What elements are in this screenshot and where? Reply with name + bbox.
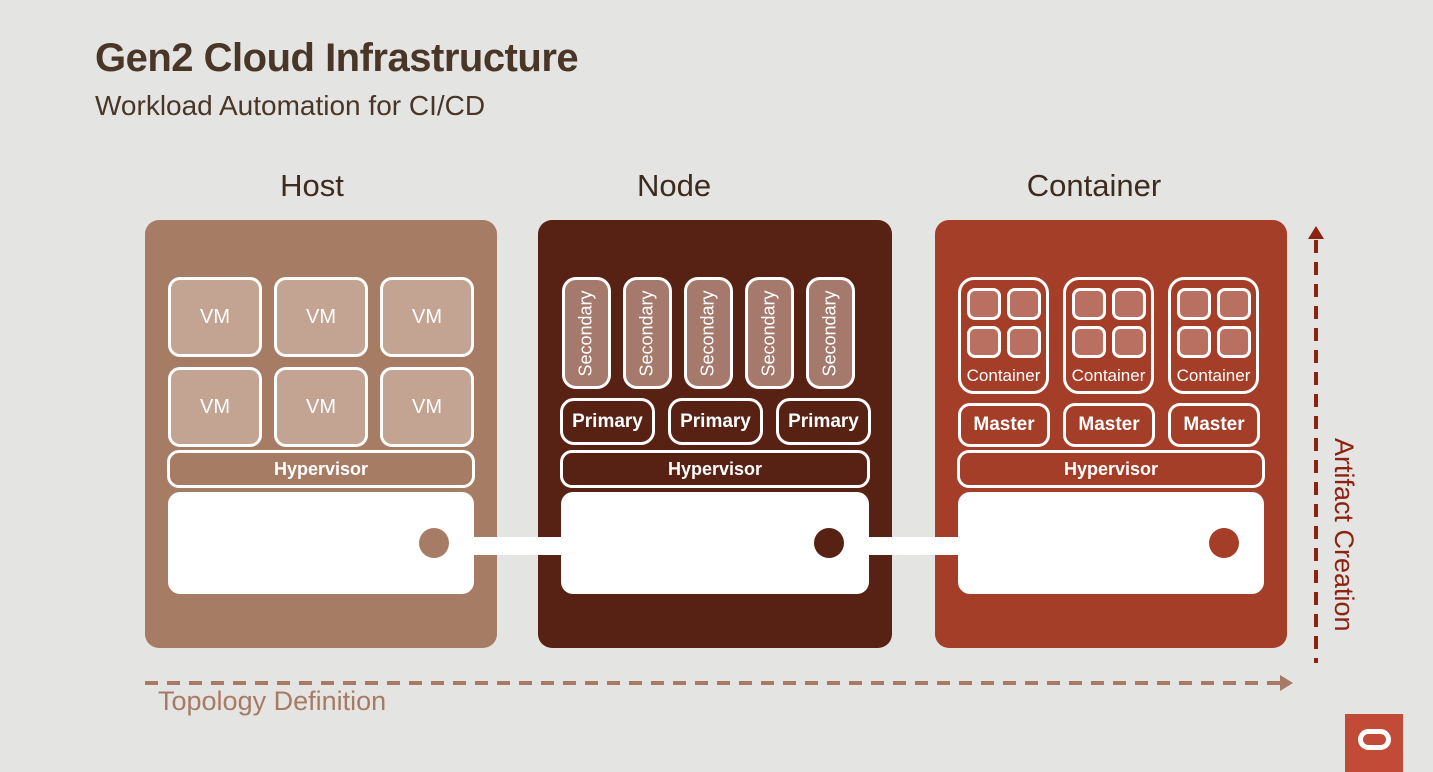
secondary-box: Secondary [684, 277, 733, 389]
artifact-arrowhead-icon [1308, 226, 1324, 239]
secondary-box: Secondary [806, 277, 855, 389]
oracle-logo-icon [1345, 714, 1403, 772]
vm-grid: VM VM VM VM VM VM [168, 277, 474, 447]
primary-row: Primary Primary Primary [560, 398, 871, 445]
container-tile [1111, 326, 1146, 358]
secondary-box: Secondary [745, 277, 794, 389]
secondary-label: Secondary [637, 289, 657, 377]
column-header-node: Node [636, 168, 712, 203]
container-tile [966, 326, 1001, 358]
container-tile [1111, 288, 1146, 320]
column-header-container: Container [1026, 168, 1162, 203]
topology-arrowhead-icon [1280, 675, 1293, 691]
container-connector-dot [1209, 528, 1239, 558]
secondary-label: Secondary [820, 289, 840, 377]
artifact-dashed-line [1314, 240, 1318, 663]
container-tile [1216, 288, 1251, 320]
container-card: Container [1063, 277, 1154, 394]
container-tile [1176, 326, 1211, 358]
page-title: Gen2 Cloud Infrastructure [95, 36, 579, 80]
container-panel: Container Container Container [935, 220, 1287, 648]
container-tile-grid [966, 288, 1041, 358]
vm-box: VM [380, 367, 474, 447]
primary-box: Primary [668, 398, 763, 445]
container-card-label: Container [966, 366, 1041, 385]
container-card: Container [1168, 277, 1259, 394]
container-card-label: Container [1071, 366, 1146, 385]
node-hypervisor-bar: Hypervisor [560, 450, 870, 488]
master-box: Master [1063, 403, 1155, 447]
container-tile-grid [1176, 288, 1251, 358]
vm-box: VM [168, 367, 262, 447]
secondary-box: Secondary [623, 277, 672, 389]
container-card-label: Container [1176, 366, 1251, 385]
host-connector-dot [419, 528, 449, 558]
column-header-host: Host [280, 168, 344, 203]
artifact-label: Artifact Creation [1329, 438, 1359, 632]
master-box: Master [958, 403, 1050, 447]
secondary-label: Secondary [698, 289, 718, 377]
host-node-connector [470, 537, 564, 555]
secondary-box: Secondary [562, 277, 611, 389]
host-panel: VM VM VM VM VM VM Hypervisor [145, 220, 497, 648]
secondary-label: Secondary [576, 289, 596, 377]
container-hypervisor-bar: Hypervisor [957, 450, 1265, 488]
container-card: Container [958, 277, 1049, 394]
container-tile [1071, 288, 1106, 320]
container-tile [1006, 288, 1041, 320]
page-subtitle: Workload Automation for CI/CD [95, 90, 486, 121]
container-tile [1216, 326, 1251, 358]
vm-box: VM [274, 367, 368, 447]
vm-box: VM [380, 277, 474, 357]
node-connector-dot [814, 528, 844, 558]
container-io-box [958, 492, 1264, 594]
vm-box: VM [168, 277, 262, 357]
node-panel: Secondary Secondary Secondary Secondary … [538, 220, 892, 648]
container-tile [1176, 288, 1211, 320]
node-io-box [561, 492, 869, 594]
oracle-ring-icon [1357, 729, 1391, 750]
secondary-label: Secondary [759, 289, 779, 377]
container-card-row: Container Container Container [958, 277, 1259, 394]
primary-box: Primary [560, 398, 655, 445]
vm-box: VM [274, 277, 368, 357]
host-io-box [168, 492, 474, 594]
topology-dashed-line [145, 681, 1280, 685]
container-tile [966, 288, 1001, 320]
node-container-connector [866, 537, 961, 555]
topology-label: Topology Definition [158, 686, 387, 716]
container-tile [1006, 326, 1041, 358]
container-tile-grid [1071, 288, 1146, 358]
secondary-row: Secondary Secondary Secondary Secondary … [562, 277, 855, 389]
master-row: Master Master Master [958, 403, 1260, 447]
host-hypervisor-bar: Hypervisor [167, 450, 475, 488]
primary-box: Primary [776, 398, 871, 445]
container-tile [1071, 326, 1106, 358]
master-box: Master [1168, 403, 1260, 447]
